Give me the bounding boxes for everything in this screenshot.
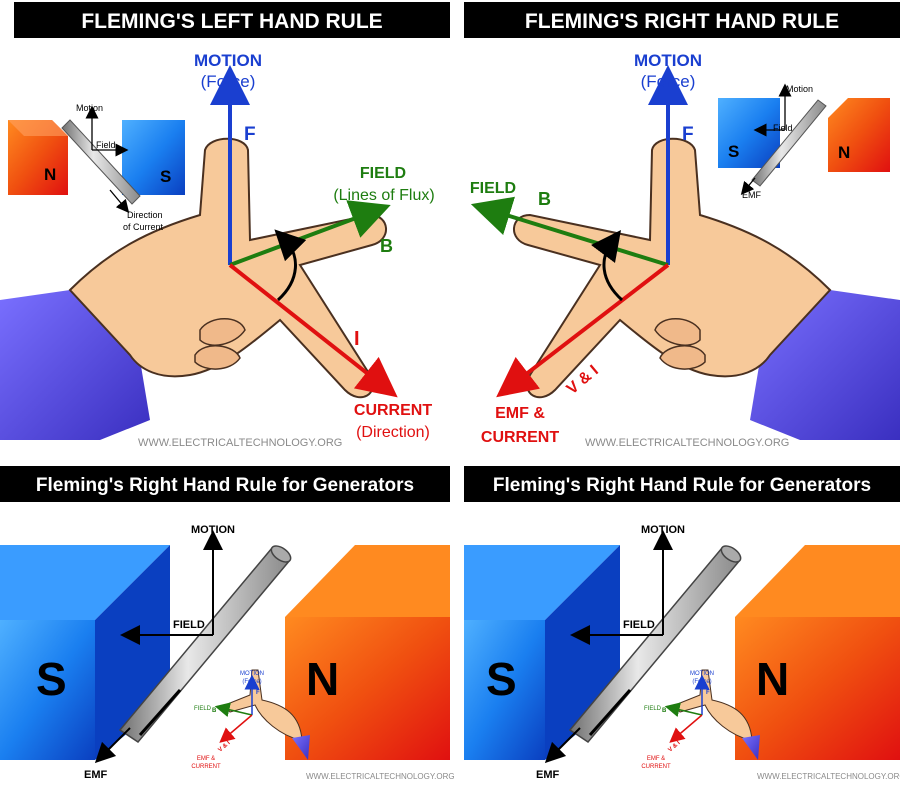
gen-left-mini-emf1: EMF & (197, 756, 215, 762)
gen-right-n-magnet (735, 545, 900, 617)
left-finger-fold (194, 345, 241, 370)
gen-left-n-magnet (285, 545, 450, 617)
right-inset-rod (751, 99, 827, 187)
left-inset-rod (61, 119, 141, 205)
gen-right-s-label: S (486, 653, 517, 705)
right-emf-line2: CURRENT (481, 429, 559, 446)
generator-right-panel: Fleming's Right Hand Rule for Generators… (464, 466, 900, 781)
gen-right-title: Fleming's Right Hand Rule for Generators (493, 475, 871, 496)
gen-left-mini-emf2: CURRENT (191, 764, 221, 770)
gen-right-mini-vi: V & I (667, 740, 681, 753)
right-current-arrow (496, 263, 670, 398)
gen-left-title: Fleming's Right Hand Rule for Generators (36, 475, 414, 496)
gen-left-mini-motion-sub: (Force) (242, 679, 261, 685)
gen-right-mini-f: F (706, 690, 710, 696)
gen-right-mini-motion: MOTION (690, 671, 714, 677)
left-inset-s-label: S (160, 167, 171, 186)
gen-left-mini-motion: MOTION (240, 671, 264, 677)
right-inset-motion: Motion (786, 84, 813, 94)
gen-left-emf-arrow (94, 727, 131, 764)
right-motion-label: MOTION (634, 51, 702, 70)
gen-right-mini-emf1: EMF & (647, 756, 665, 762)
left-f-letter: F (244, 124, 256, 145)
right-title: FLEMING'S RIGHT HAND RULE (525, 10, 839, 33)
left-motion-sub: (Force) (201, 72, 256, 91)
gen-right-mini-emf2: CURRENT (641, 764, 671, 770)
gen-right-s-magnet (464, 545, 620, 620)
right-field-label: FIELD (470, 180, 516, 197)
right-inset-s-magnet (718, 98, 780, 168)
left-hand-illustration (0, 137, 387, 440)
left-field-label: FIELD (360, 165, 406, 182)
left-inset-s-magnet (122, 120, 185, 195)
gen-right-emf: EMF (536, 769, 560, 781)
gen-left-field: FIELD (173, 619, 205, 631)
gen-left-n-label: N (306, 653, 339, 705)
gen-left-mini-f: F (256, 690, 260, 696)
gen-right-field: FIELD (623, 619, 655, 631)
gen-left-emf: EMF (84, 769, 108, 781)
gen-left-watermark: WWW.ELECTRICALTECHNOLOGY.ORG (306, 772, 455, 781)
right-watermark: WWW.ELECTRICALTECHNOLOGY.ORG (585, 437, 789, 449)
left-inset-direction1: Direction (127, 210, 163, 220)
left-inset-motion: Motion (76, 103, 103, 113)
right-hand-illustration (513, 137, 900, 440)
left-inset-field: Field (96, 140, 116, 150)
right-inset-n-magnet (828, 98, 890, 172)
gen-left-mini-b: B (212, 708, 217, 714)
left-watermark: WWW.ELECTRICALTECHNOLOGY.ORG (138, 437, 342, 449)
gen-left-mini-field: FIELD (194, 706, 212, 712)
left-hand-rule-panel: FLEMING'S LEFT HAND RULE MOTION (Force) … (0, 2, 450, 449)
right-b-letter: B (538, 189, 551, 209)
right-f-letter: F (682, 124, 694, 145)
gen-right-mini-b: B (662, 708, 667, 714)
gen-left-s-magnet (0, 545, 170, 620)
gen-left-mini-vi: V & I (217, 740, 231, 753)
gen-left-motion: MOTION (191, 524, 235, 536)
gen-left-title-bar (0, 466, 450, 502)
left-inset: N S Motion Field Direction of Current (8, 103, 185, 232)
right-rotation-arc (591, 229, 624, 302)
right-inset: S N Motion Field EMF (718, 83, 890, 200)
right-inset-n-label: N (838, 143, 850, 162)
left-thumb-fold (199, 318, 246, 346)
right-finger-fold (659, 345, 706, 370)
left-b-letter: B (380, 236, 393, 256)
left-i-letter: I (354, 328, 360, 350)
left-hand-palm (68, 137, 387, 399)
right-inset-field: Field (773, 123, 793, 133)
left-current-sub: (Direction) (356, 424, 430, 441)
right-inset-s-label: S (728, 142, 739, 161)
right-emf-line1: EMF & (495, 405, 545, 422)
right-field-arrow (470, 196, 669, 267)
gen-right-watermark: WWW.ELECTRICALTECHNOLOGY.ORG (757, 772, 900, 781)
right-hand-palm (513, 137, 832, 399)
right-sleeve (750, 290, 900, 440)
gen-right-motion: MOTION (641, 524, 685, 536)
left-inset-direction2: of Current (123, 222, 164, 232)
left-title-bar (14, 2, 450, 38)
gen-right-title-bar (464, 466, 900, 502)
gen-right-n-label: N (756, 653, 789, 705)
generator-left-panel: Fleming's Right Hand Rule for Generators… (0, 466, 455, 781)
left-inset-n-label: N (44, 165, 56, 184)
left-rotation-arc (274, 229, 307, 302)
left-inset-n-magnet (8, 120, 68, 195)
right-thumb-fold (654, 318, 701, 346)
left-sleeve (0, 290, 150, 440)
right-title-bar (464, 2, 900, 38)
left-field-sub: (Lines of Flux) (333, 187, 434, 204)
right-inset-emf: EMF (742, 190, 762, 200)
gen-right-mini-motion-sub: (Force) (692, 679, 711, 685)
gen-left-s-label: S (36, 653, 67, 705)
right-motion-sub: (Force) (641, 72, 696, 91)
right-hand-rule-panel: FLEMING'S RIGHT HAND RULE MOTION (Force)… (464, 2, 900, 449)
left-title: FLEMING'S LEFT HAND RULE (81, 10, 382, 33)
gen-right-mini-field: FIELD (644, 706, 662, 712)
left-current-label: CURRENT (354, 402, 432, 419)
gen-right-emf-arrow (544, 727, 581, 764)
left-motion-label: MOTION (194, 51, 262, 70)
left-current-arrow (228, 263, 398, 398)
